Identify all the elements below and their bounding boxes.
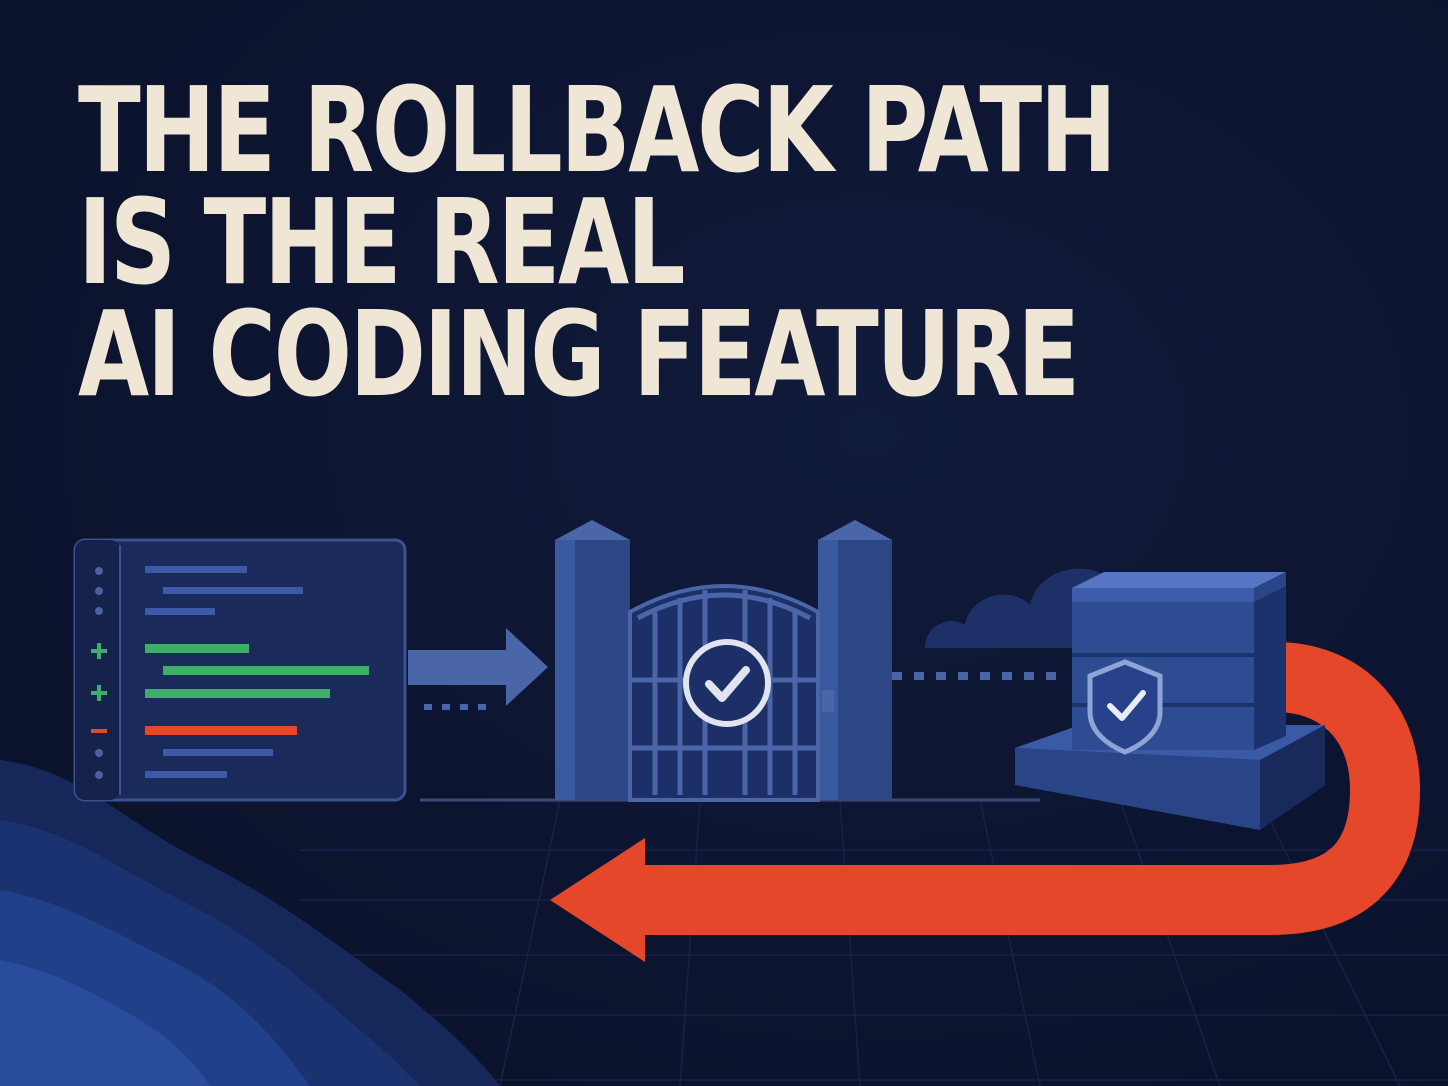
dotted-connector-left (424, 704, 486, 710)
headline-line-2: IS THE REAL (78, 173, 686, 311)
gutter-dots (95, 567, 103, 779)
rollback-arrow (550, 642, 1420, 962)
floor-grid (300, 799, 1448, 1086)
arrow-right (408, 628, 548, 706)
headline-line-3: AI CODING FEATURE (78, 285, 1080, 423)
wave-decoration (0, 760, 500, 1086)
headline-line-1: THE ROLLBACK PATH (78, 61, 1117, 199)
gate-checkmark-icon (683, 639, 771, 727)
dotted-connector-right (892, 672, 1056, 680)
server-stack (1015, 572, 1325, 830)
shield-check-icon (1087, 659, 1163, 755)
plus-icon (91, 643, 107, 701)
code-lines (145, 566, 369, 778)
headline: THE ROLLBACK PATH IS THE REAL AI CODING … (78, 61, 1117, 423)
code-diff-panel (73, 538, 407, 802)
